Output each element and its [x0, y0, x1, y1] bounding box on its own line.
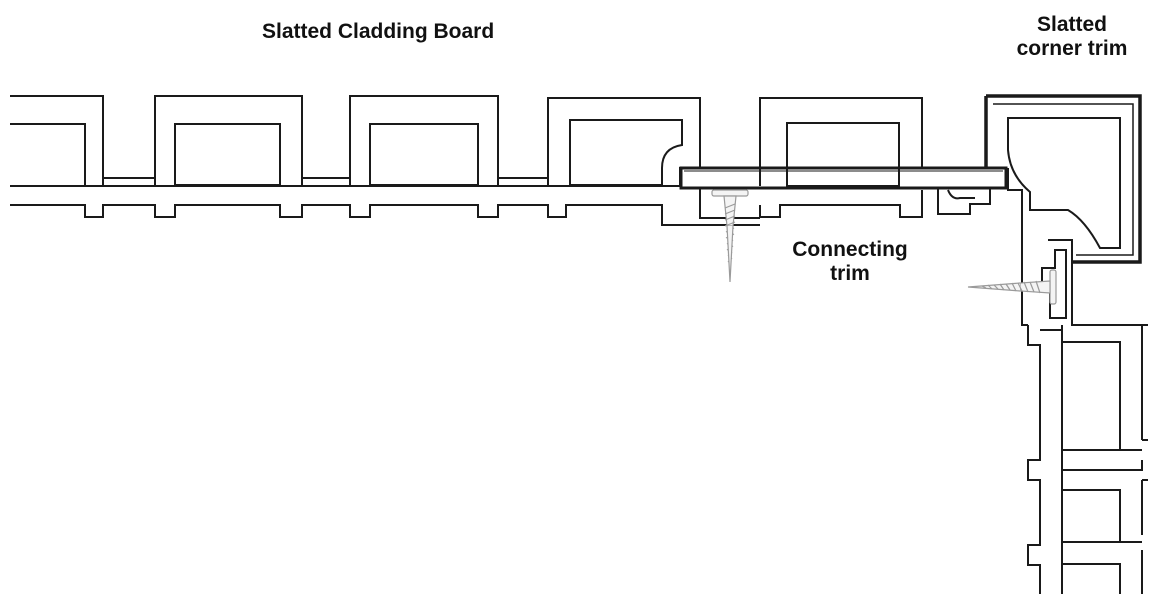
connecting-trim-label-line-1: Connecting [792, 238, 908, 261]
connecting-trim-profile [679, 97, 1008, 219]
slatted-corner-trim-label: Slatted corner trim [1008, 13, 1136, 61]
connecting-trim-label-line-2: trim [830, 262, 870, 285]
corner-trim-label-line-1: Slatted [1036, 13, 1107, 36]
connecting-trim-label: Connecting trim [770, 238, 930, 286]
screw-icon [711, 189, 749, 283]
corner-trim-profile [984, 94, 1148, 326]
cladding-board-profile [10, 95, 760, 226]
vertical-cladding-board-profile [1027, 325, 1148, 594]
corner-trim-label-line-2: corner trim [1016, 37, 1128, 60]
slatted-cladding-board-label: Slatted Cladding Board [262, 20, 495, 43]
screw-icon [967, 269, 1057, 305]
